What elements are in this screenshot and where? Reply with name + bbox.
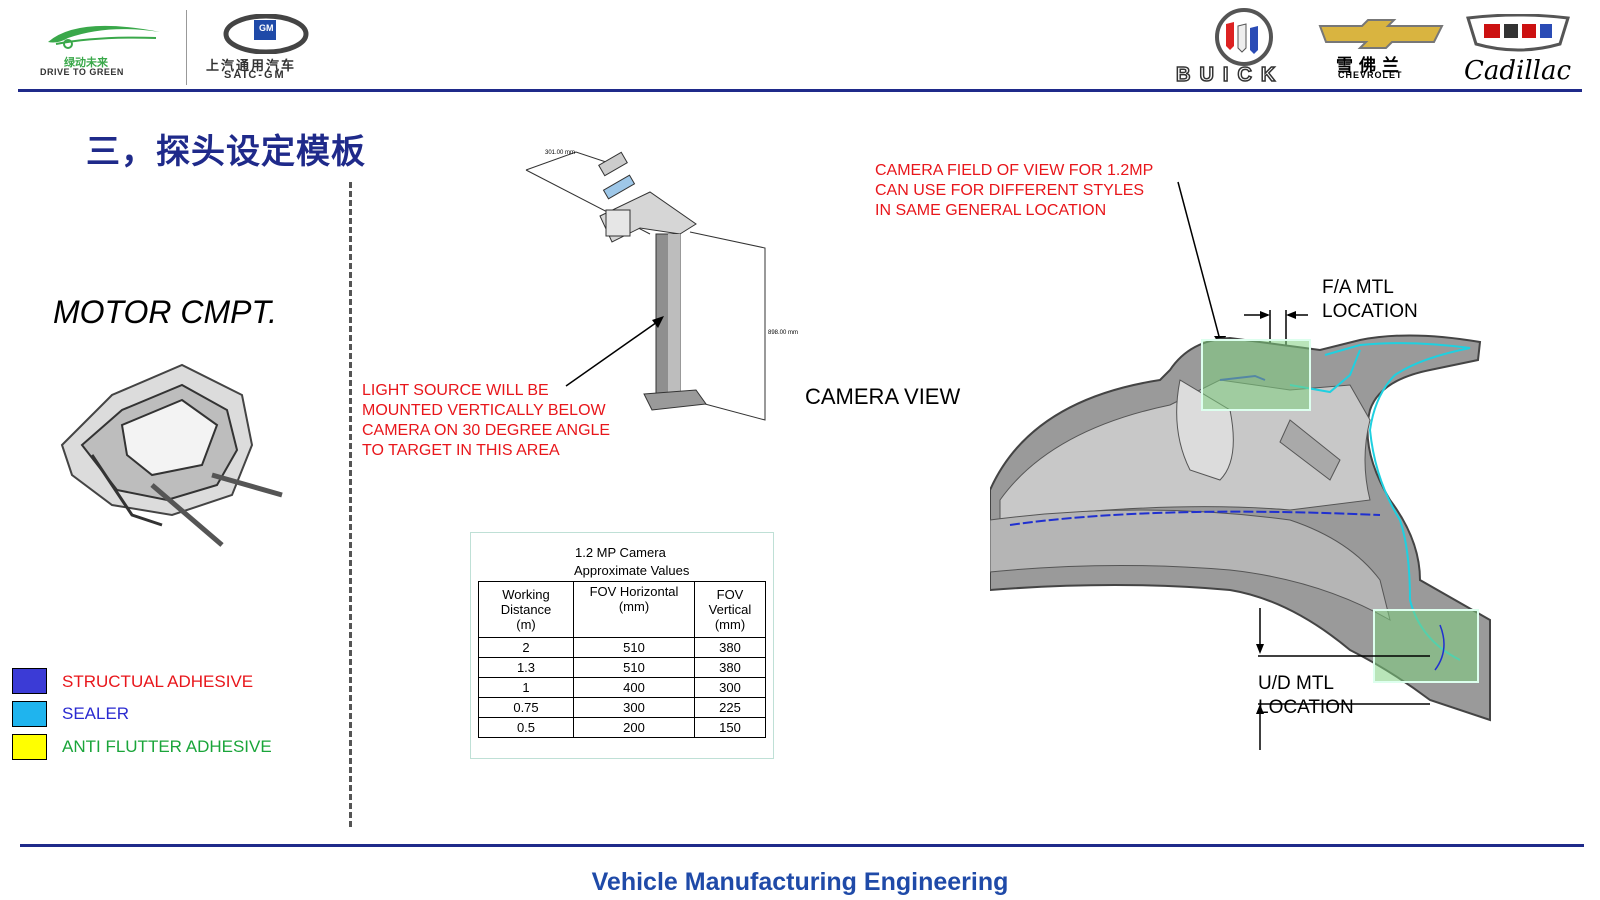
footer-title: Vehicle Manufacturing Engineering bbox=[591, 868, 1009, 896]
table-cell: 200 bbox=[573, 717, 695, 738]
chevrolet-logo: 雪佛兰 CHEVROLET bbox=[1318, 18, 1444, 84]
header-line: Working bbox=[502, 587, 550, 602]
camera-fov-note: CAMERA FIELD OF VIEW FOR 1.2MP CAN USE F… bbox=[875, 161, 1153, 221]
table-header-cell: FOV Vertical (mm) bbox=[694, 581, 766, 638]
saic-gm-globe-icon bbox=[223, 13, 309, 55]
fov-table: Working Distance (m) FOV Horizontal (mm)… bbox=[478, 581, 766, 738]
column-divider bbox=[349, 182, 352, 827]
chevrolet-bowtie-icon bbox=[1318, 19, 1444, 49]
section-label: MOTOR CMPT. bbox=[53, 294, 278, 330]
motor-compartment-image bbox=[60, 363, 283, 547]
table-cell: 1.3 bbox=[478, 657, 574, 678]
table-cell: 150 bbox=[694, 717, 766, 738]
saic-gm-logo: GM 上汽通用汽车 SAIC-GM bbox=[204, 13, 334, 81]
logo-saic-cn: 上汽通用汽车 bbox=[206, 58, 297, 73]
buick-logo: BUICK bbox=[1175, 8, 1316, 87]
camera-view-label: CAMERA VIEW bbox=[805, 384, 961, 409]
header-line: (mm) bbox=[618, 599, 650, 614]
legend-swatch-sealer bbox=[12, 701, 47, 727]
light-note-line: CAMERA ON 30 DEGREE ANGLE bbox=[362, 422, 611, 439]
legend-label-anti-flutter: ANTI FLUTTER ADHESIVE bbox=[62, 737, 272, 756]
table-row: 1.3 510 380 bbox=[478, 657, 766, 678]
table-cell: 300 bbox=[573, 697, 695, 718]
table-header-cell: Working Distance (m) bbox=[478, 581, 574, 638]
fov-table-caption-1: 1.2 MP Camera bbox=[575, 545, 666, 560]
table-row: 0.75 300 225 bbox=[478, 697, 766, 718]
fov-table-panel: 1.2 MP Camera Approximate Values Working… bbox=[470, 532, 774, 759]
fa-location-line: F/A MTL bbox=[1322, 277, 1394, 298]
table-cell: 380 bbox=[694, 657, 766, 678]
header-line: Distance bbox=[500, 602, 552, 617]
brand-cadillac: Cadillac bbox=[1464, 56, 1572, 86]
cadillac-crest-icon bbox=[1466, 13, 1570, 52]
table-cell: 0.5 bbox=[478, 717, 574, 738]
table-cell: 2 bbox=[478, 637, 574, 658]
table-cell: 380 bbox=[694, 637, 766, 658]
legend-label-structural: STRUCTUAL ADHESIVE bbox=[62, 672, 254, 691]
green-car-swoosh-icon bbox=[48, 25, 160, 49]
buick-shield-icon bbox=[1215, 8, 1273, 66]
drive-to-green-logo: 绿动未来 DRIVE TO GREEN bbox=[38, 14, 168, 78]
table-cell: 510 bbox=[573, 657, 695, 678]
legend-swatch-anti-flutter bbox=[12, 734, 47, 760]
table-cell: 1 bbox=[478, 677, 574, 698]
footer-rule bbox=[20, 844, 1584, 847]
light-note-line: LIGHT SOURCE WILL BE bbox=[362, 382, 549, 399]
fov-note-line: CAMERA FIELD OF VIEW FOR 1.2MP bbox=[875, 162, 1154, 179]
page-title: 三，探头设定模板 bbox=[86, 132, 366, 172]
light-note-line: TO TARGET IN THIS AREA bbox=[362, 442, 560, 459]
table-cell: 225 bbox=[694, 697, 766, 718]
light-source-note: LIGHT SOURCE WILL BE MOUNTED VERTICALLY … bbox=[362, 381, 610, 461]
table-cell: 400 bbox=[573, 677, 695, 698]
legend-swatch-structural bbox=[12, 668, 47, 694]
table-cell: 0.75 bbox=[478, 697, 574, 718]
logo-green-cn: 绿动未来 bbox=[64, 57, 108, 69]
header-line: Vertical bbox=[708, 602, 752, 617]
header-line: FOV bbox=[716, 587, 744, 602]
fa-location-line: LOCATION bbox=[1322, 301, 1418, 322]
logo-green-en: DRIVE TO GREEN bbox=[40, 67, 124, 77]
table-header-cell: FOV Horizontal (mm) bbox=[573, 581, 695, 638]
ud-location-line: U/D MTL bbox=[1258, 673, 1334, 694]
brand-chevrolet-en: CHEVROLET bbox=[1338, 70, 1403, 80]
table-row: 2 510 380 bbox=[478, 637, 766, 658]
ud-location-line: LOCATION bbox=[1258, 697, 1354, 718]
header-rule bbox=[18, 89, 1582, 92]
header-line: (mm) bbox=[714, 617, 746, 632]
brand-chevrolet-cn: 雪佛兰 bbox=[1336, 56, 1405, 75]
header-line: (m) bbox=[516, 617, 536, 632]
fa-location-label: F/A MTL LOCATION bbox=[1322, 276, 1418, 324]
table-row: 0.5 200 150 bbox=[478, 717, 766, 738]
fov-table-caption-2: Approximate Values bbox=[574, 563, 690, 578]
camera-stand-diagram bbox=[525, 151, 766, 421]
logo-divider bbox=[186, 10, 187, 85]
light-note-line: MOUNTED VERTICALLY BELOW bbox=[362, 402, 606, 419]
cadillac-logo: Cadillac bbox=[1462, 13, 1582, 86]
camera-view-image bbox=[990, 181, 1491, 750]
legend-label-sealer: SEALER bbox=[62, 704, 130, 723]
dimension-top-label: 301.00 mm bbox=[545, 150, 576, 156]
fov-note-line: IN SAME GENERAL LOCATION bbox=[875, 202, 1107, 219]
light-source-arrow bbox=[565, 316, 664, 387]
table-cell: 510 bbox=[573, 637, 695, 658]
dimension-side-label: 898.00 mm bbox=[768, 330, 799, 336]
ud-location-label: U/D MTL LOCATION bbox=[1258, 672, 1354, 720]
fov-note-line: CAN USE FOR DIFFERENT STYLES bbox=[875, 182, 1145, 199]
table-row: 1 400 300 bbox=[478, 677, 766, 698]
gm-badge: GM bbox=[259, 23, 274, 33]
table-cell: 300 bbox=[694, 677, 766, 698]
header-line: FOV Horizontal bbox=[589, 584, 679, 599]
brand-buick: BUICK bbox=[1175, 63, 1285, 87]
table-header-row: Working Distance (m) FOV Horizontal (mm)… bbox=[478, 581, 766, 638]
logo-saic-en: SAIC-GM bbox=[224, 69, 286, 81]
